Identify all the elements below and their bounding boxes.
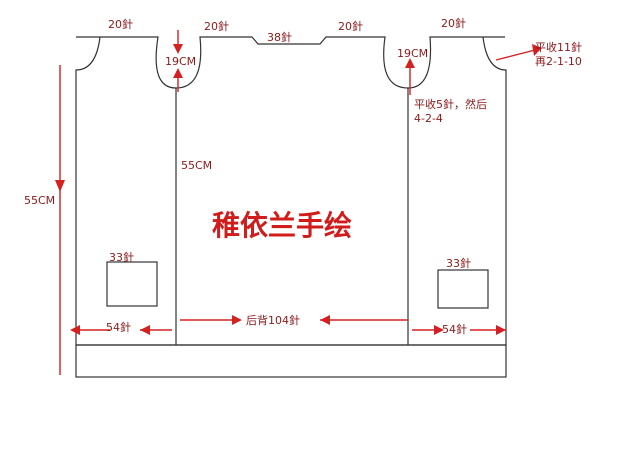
label-pocket-right: 33針 [446,256,471,270]
arrowhead-armhole-right [405,58,415,68]
arrowhead-bottom-center-right [320,315,330,325]
arrow-neck-right [495,49,536,61]
arrowhead-bottom-right2 [496,325,506,335]
label-shoulder-left-inner: 20針 [204,19,229,33]
arrowhead-armhole-left [173,44,183,54]
label-armhole-right: 19CM [397,47,428,60]
label-decrease-mid-2: 4-2-4 [414,112,443,125]
garment-outline [75,36,507,346]
pocket-left-box [106,261,158,307]
label-armhole-left: 19CM [165,55,196,68]
arrowhead-bottom-right [434,325,444,335]
label-center-top: 38針 [267,30,292,44]
label-decrease-mid-1: 平收5針，然后 [414,97,487,111]
label-body-height-inner: 55CM [181,159,212,172]
arrowhead-body-height [55,180,65,192]
label-bottom-left: 54針 [106,320,131,334]
arrowhead-bottom-left [70,325,80,335]
arrowhead-neck-right [532,44,542,56]
label-decrease-top-2: 再2-1-10 [535,55,582,68]
label-shoulder-right-inner: 20針 [338,19,363,33]
pocket-right-box [437,269,489,309]
label-neck-right: 20針 [441,16,466,30]
label-pocket-left: 33針 [109,250,134,264]
arrowhead-armhole-left-up [173,68,183,78]
label-body-height-left: 55CM [24,194,55,207]
label-bottom-right: 54針 [442,322,467,336]
label-bottom-center: 后背104針 [246,313,300,327]
hem-band [75,344,507,378]
watermark-title: 稚依兰手绘 [212,209,352,242]
arrowhead-bottom-left2 [140,325,150,335]
arrowhead-bottom-center-left [232,315,242,325]
label-decrease-top-1: 平收11針 [535,40,582,54]
label-neck-left: 20針 [108,17,133,31]
